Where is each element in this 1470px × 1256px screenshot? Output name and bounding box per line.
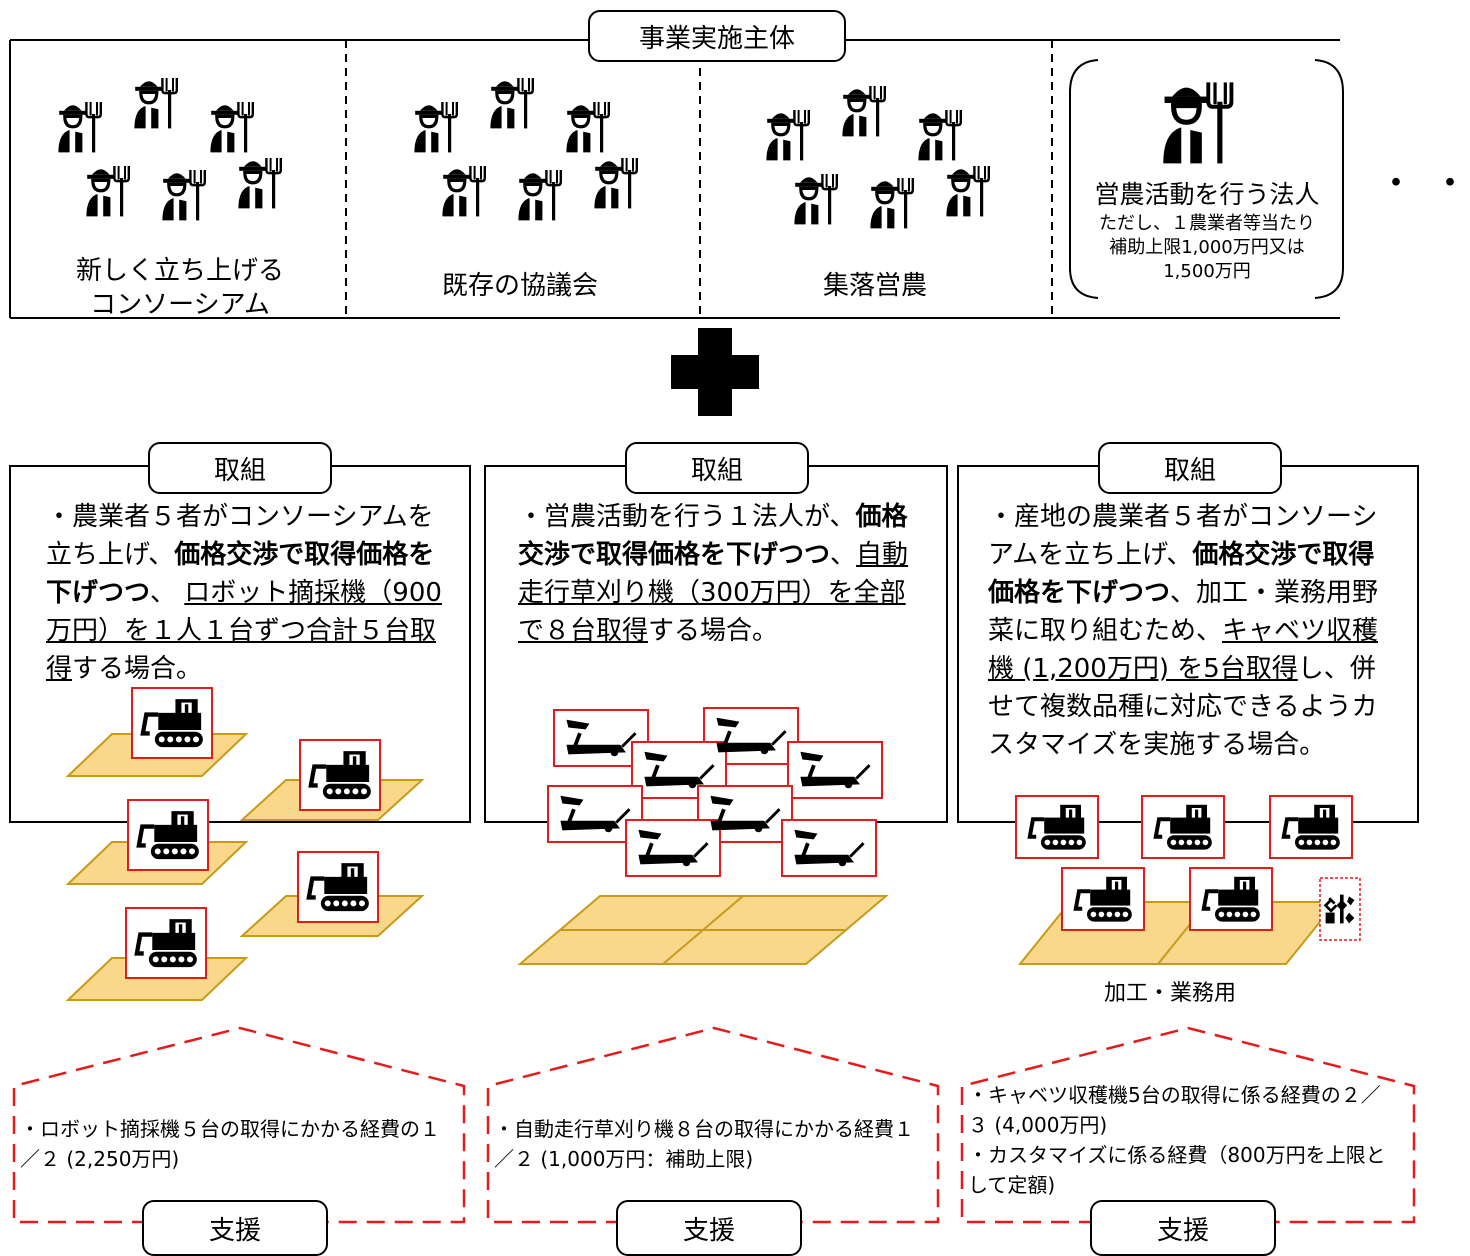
case2-description: ・営農活動を行う１法人が、価格交渉で取得価格を下げつつ、自動走行草刈り機（300…: [518, 502, 909, 646]
entity-corporation-note3: 1,500万円: [1163, 261, 1251, 282]
case3-title: 取組: [1098, 442, 1282, 494]
entity-consortium-line1: 新しく立ち上げる: [75, 256, 284, 286]
entity-consortium-line2: コンソーシアム: [90, 290, 270, 320]
ellipsis: ・・: [1378, 163, 1468, 204]
entity-consortium-label: 新しく立ち上げる コンソーシアム: [30, 254, 330, 322]
case3-support-text: ・キャベツ収穫機5台の取得に係る経費の２／３ (4,000万円) ・カスタマイズ…: [968, 1080, 1396, 1200]
case3-support-label: 支援: [1090, 1200, 1276, 1256]
entity-village-label: 集落営農: [822, 271, 927, 301]
case1-title: 取組: [148, 442, 332, 494]
plus-icon: [671, 328, 759, 416]
entity-corporation-label: 営農活動を行う法人 ただし、１農業者等当たり 補助上限1,000万円又は 1,5…: [1072, 178, 1342, 284]
entity-council-label: 既存の協議会: [441, 271, 598, 301]
header-title-text: 事業実施主体: [638, 23, 795, 54]
case1-description: ・農業者５者がコンソーシアムを立ち上げ、価格交渉で取得価格を下げつつ、 ロボット…: [46, 502, 442, 684]
entity-corporation-note1: ただし、１農業者等当たり: [1099, 213, 1315, 234]
case3-caption: 加工・業務用: [1103, 981, 1236, 1006]
case2-title: 取組: [625, 442, 809, 494]
case1-support-label: 支援: [142, 1200, 328, 1256]
case3-support-line1: ・キャベツ収穫機5台の取得に係る経費の２／３ (4,000万円): [968, 1083, 1381, 1137]
case3-description: ・産地の農業者５者がコンソーシアムを立ち上げ、価格交渉で取得価格を下げつつ、加工…: [988, 502, 1379, 760]
case2-support-text: ・自動走行草刈り機８台の取得にかかる経費１／２ (1,000万円：補助上限): [494, 1117, 914, 1171]
header-title: 事業実施主体: [588, 10, 846, 62]
case1-support-text: ・ロボット摘採機５台の取得にかかる経費の１／２ (2,250万円): [20, 1117, 440, 1171]
entity-corporation-note2: 補助上限1,000万円又は: [1109, 237, 1305, 258]
entity-corporation-title: 営農活動を行う法人: [1094, 180, 1320, 209]
case2-support-label: 支援: [616, 1200, 802, 1256]
case3-support-line2: ・カスタマイズに係る経費（800万円を上限として定額): [968, 1143, 1386, 1197]
